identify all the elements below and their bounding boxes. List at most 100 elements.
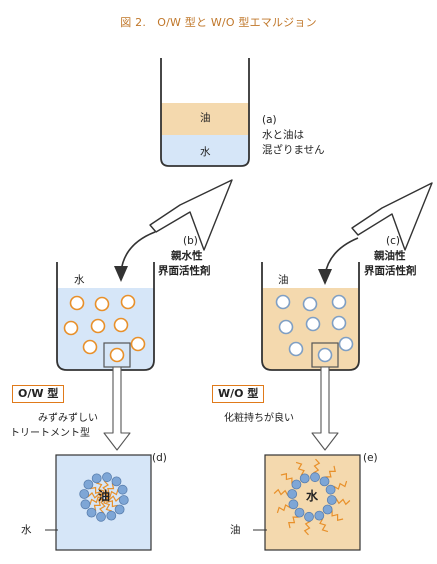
surfactant-head: [299, 473, 310, 484]
oil-droplet: [82, 339, 98, 355]
oil-layer: [161, 103, 249, 135]
surfactant-head: [291, 479, 302, 490]
beaker-c-medium-label: 油: [278, 274, 289, 286]
flask-c: [351, 182, 433, 251]
emulsifier-c-line2: 界面活性剤: [364, 265, 417, 277]
micelle-e-core-label: 水: [306, 489, 319, 503]
surfactant-tail: [99, 498, 107, 514]
surfactant-head: [83, 479, 94, 490]
pour-arrow-c: [318, 237, 359, 285]
water-layer: [161, 135, 249, 166]
surfactant-tail: [295, 461, 305, 476]
oil-layer-label: 油: [200, 112, 211, 124]
panel-b-letter: (b): [183, 235, 198, 247]
surfactant-tail: [105, 494, 121, 502]
micelle-panel-d: [55, 454, 152, 551]
oil-droplet: [63, 320, 79, 336]
surfactant-head: [287, 489, 298, 499]
surfactant-head: [319, 476, 330, 487]
surfactant-tail: [103, 497, 113, 512]
zoom-arrow-c: [311, 366, 339, 451]
surfactant-head: [288, 499, 299, 510]
surfactant-head: [325, 484, 336, 495]
beaker-c: [261, 262, 360, 371]
surfactant-head: [102, 472, 112, 483]
panel-c-letter: (c): [386, 235, 400, 247]
surfactant-tail: [101, 480, 109, 496]
surfactant-head: [304, 511, 314, 522]
wo-description-line1: 化粧持ちが良い: [224, 413, 294, 424]
water-droplet: [331, 315, 347, 331]
micelle-panel-e: [264, 454, 361, 551]
water-droplet: [331, 294, 347, 310]
surfactant-head: [314, 510, 325, 521]
surfactant-tail: [89, 496, 104, 506]
oil-droplet: [90, 318, 106, 334]
oil-droplet: [94, 296, 110, 312]
surfactant-tail: [303, 520, 311, 536]
surfactant-head: [111, 476, 122, 487]
figure-title: 図 2. O/W 型と W/O 型エマルジョン: [120, 16, 317, 29]
surfactant-tail: [276, 504, 291, 514]
surfactant-head: [118, 495, 129, 505]
water-droplet: [288, 341, 304, 357]
ow-type-label: O/W 型: [12, 385, 65, 403]
surfactant-tail: [87, 492, 103, 500]
panel-d-letter: (d): [152, 452, 167, 464]
surfactant-head: [310, 472, 320, 483]
surfactant-tail: [313, 458, 321, 474]
beaker-b: [56, 262, 155, 371]
wo-type-label: W/O 型: [212, 385, 265, 403]
surfactant-tail: [106, 496, 119, 508]
beaker-a-outline: [160, 58, 250, 167]
emulsifier-c-line1: 親油性: [374, 250, 406, 262]
surfactant-head: [106, 510, 117, 521]
surfactant-tail: [325, 465, 336, 478]
oil-droplet: [109, 347, 125, 363]
beaker-c-outline: [261, 262, 360, 371]
surfactant-tail: [331, 510, 344, 521]
panel-a-note-line1: 水と油は: [262, 129, 304, 141]
water-droplet: [305, 316, 321, 332]
oil-droplet: [113, 317, 129, 333]
surfactant-tail: [288, 516, 299, 529]
surfactant-head: [86, 507, 97, 518]
water-droplet: [338, 336, 354, 352]
oil-droplet: [120, 294, 136, 310]
surfactant-tail: [93, 499, 105, 512]
surfactant-tail: [280, 473, 293, 484]
zoom-arrow-b: [103, 366, 131, 451]
flask-b: [149, 179, 233, 251]
surfactant-head: [117, 484, 128, 495]
surfactant-tail: [103, 482, 115, 495]
surfactant-tail: [319, 518, 329, 533]
ow-description-line2: トリートメント型: [10, 428, 90, 439]
panel-a-note-line2: 混ざりません: [262, 144, 325, 156]
ow-description-line1: みずみずしい: [38, 413, 98, 424]
surfactant-tail: [335, 498, 351, 506]
surfactant-tail: [273, 488, 289, 496]
surfactant-head: [326, 495, 337, 505]
oil-droplets: [63, 294, 146, 363]
panel-e-medium-label: 油: [230, 524, 241, 536]
water-layer-label: 水: [200, 146, 211, 158]
emulsifier-b-line1: 親水性: [171, 250, 203, 262]
water-droplet: [275, 294, 291, 310]
surfactant-head: [114, 504, 125, 515]
surfactant-head: [80, 499, 91, 510]
panel-e-letter: (e): [363, 452, 378, 464]
water-droplet: [302, 296, 318, 312]
surfactant-head: [322, 504, 333, 515]
surfactant-head: [79, 489, 90, 499]
surfactant-tail: [95, 482, 105, 497]
surfactant-tail: [104, 488, 119, 498]
surfactant-tail: [89, 486, 102, 498]
surfactant-head: [91, 473, 102, 484]
beaker-a: [160, 58, 250, 167]
surfactant-head: [96, 511, 106, 522]
beaker-b-medium-label: 水: [74, 274, 85, 286]
oil-droplet: [69, 295, 85, 311]
beaker-b-outline: [56, 262, 155, 371]
